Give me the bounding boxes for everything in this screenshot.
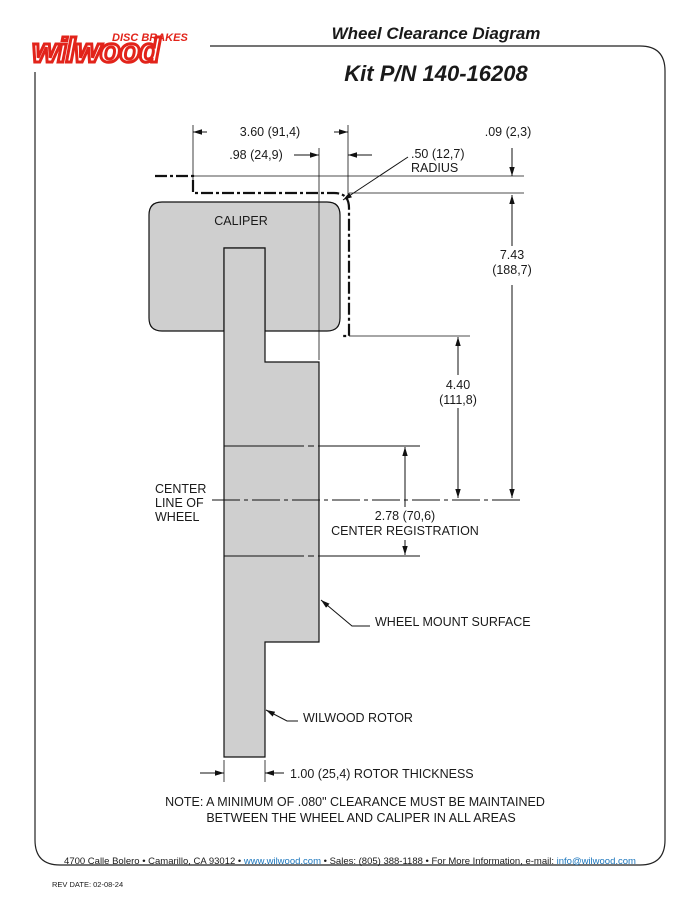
dim-registration-value: 2.78 (70,6) xyxy=(375,509,435,523)
dim-top-offset: .09 (2,3) xyxy=(485,125,532,139)
rotor-shape xyxy=(223,247,320,758)
rev-date: REV DATE: 02-08-24 xyxy=(52,880,123,889)
dim-height-total-2: (188,7) xyxy=(492,263,532,277)
rotor-leader xyxy=(265,709,298,722)
dim-278-bg xyxy=(322,508,492,538)
footer-email-link[interactable]: info@wilwood.com xyxy=(557,856,636,867)
dim-inner-width: .98 (24,9) xyxy=(229,148,283,162)
dim-height-mid-1: 4.40 xyxy=(446,378,470,392)
footer-website-link[interactable]: www.wilwood.com xyxy=(243,856,321,867)
dim-height-mid-2: (111,8) xyxy=(439,393,477,407)
radius-leader xyxy=(342,156,409,201)
dim-height-total-1: 7.43 xyxy=(500,248,524,262)
logo-text: wilwood xyxy=(32,32,161,70)
page-frame xyxy=(34,45,666,866)
wilwood-logo: DISC BRAKES wilwood xyxy=(31,31,189,72)
centerline-label-1: CENTER xyxy=(155,482,206,496)
dim-overall-width: 3.60 (91,4) xyxy=(240,125,300,139)
logo-subtext: DISC BRAKES xyxy=(112,32,188,44)
note-line-1: NOTE: A MINIMUM OF .080" CLEARANCE MUST … xyxy=(165,795,545,809)
footer-address: 4700 Calle Bolero • Camarillo, CA 93012 … xyxy=(64,856,241,867)
mount-surface-label: WHEEL MOUNT SURFACE xyxy=(375,615,531,629)
kit-number: Kit P/N 140-16208 xyxy=(344,61,528,86)
dim-rotor-thickness: 1.00 (25,4) ROTOR THICKNESS xyxy=(290,767,474,781)
centerline-label-2: LINE OF xyxy=(155,496,204,510)
dim-743-bg xyxy=(486,246,538,280)
page-title: Wheel Clearance Diagram xyxy=(332,24,541,43)
footer-sales: • Sales: (805) 388-1188 • For More Infor… xyxy=(324,856,554,867)
caliper-label: CALIPER xyxy=(214,214,268,228)
rotor-label: WILWOOD ROTOR xyxy=(303,711,413,725)
mount-surface-leader xyxy=(320,599,370,627)
dim-registration-label: CENTER REGISTRATION xyxy=(331,524,479,538)
dim-radius-label: RADIUS xyxy=(411,161,458,175)
note-line-2: BETWEEN THE WHEEL AND CALIPER IN ALL ARE… xyxy=(206,811,515,825)
centerline-label-3: WHEEL xyxy=(155,510,200,524)
dim-radius-value: .50 (12,7) xyxy=(411,147,465,161)
footer-line: 4700 Calle Bolero • Camarillo, CA 93012 … xyxy=(64,856,636,867)
